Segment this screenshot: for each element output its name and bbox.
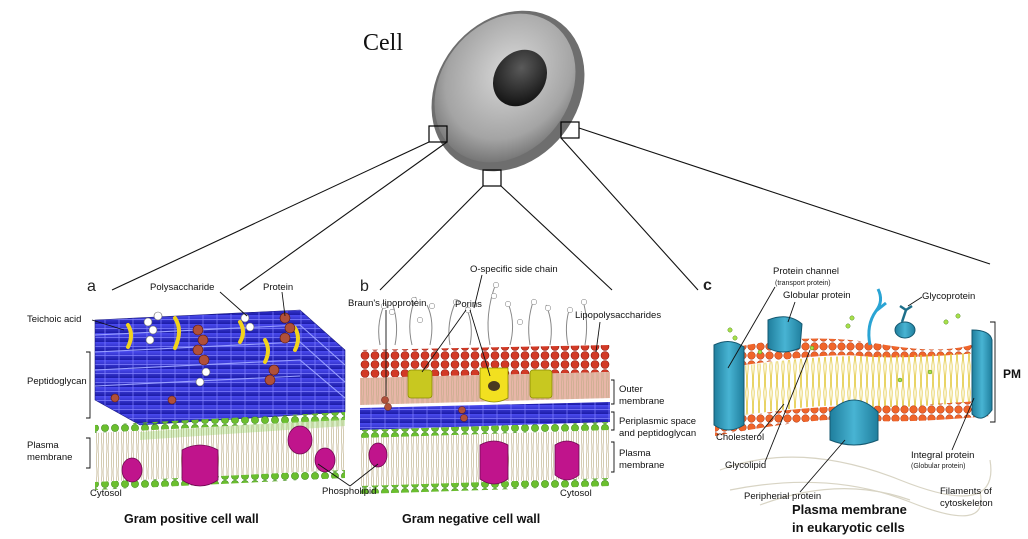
label-glycolipid: Glycolipid [725,460,766,471]
lps-chains [379,283,587,345]
label-teichoic-acid: Teichoic acid [27,314,81,325]
label-porins: Porins [455,299,482,310]
protein-channel [714,341,744,430]
label-globular-protein-paren: (Globular protein) [911,463,965,470]
panel-a: a [27,278,345,526]
panel-c: c Protein channel [703,266,1021,535]
label-glycoprotein: Glycoprotein [922,291,975,302]
label-plasma-1: Plasma [27,440,59,451]
panel-b-letter: b [360,278,369,295]
label-phospholipid: Phospholipid [322,486,376,497]
label-periplasmic-1: Periplasmic space [619,416,696,427]
label-protein: Protein [263,282,293,293]
label-plasma-b-2: membrane [619,460,664,471]
label-peptidoglycan: Peptidoglycan [27,376,87,387]
glycoprotein-chain [869,289,886,345]
label-cytosol-a: Cytosol [90,488,122,499]
label-lps: Lipopolysaccharides [575,310,661,321]
caption-gram-negative: Gram negative cell wall [402,512,540,526]
label-pm: PM [1003,367,1021,381]
cell-illustration [400,0,616,202]
integral-protein-bottom [830,400,878,445]
peptidoglycan-layers [95,310,345,425]
panel-c-letter: c [703,277,712,294]
label-periplasmic-2: and peptidoglycan [619,428,696,439]
globular-protein-right [972,330,992,418]
label-outer-1: Outer [619,384,643,395]
label-o-specific: O-specific side chain [470,264,558,275]
label-polysaccharide: Polysaccharide [150,282,214,293]
label-plasma-b-1: Plasma [619,448,651,459]
label-brauns: Braun's lipoprotein [348,298,426,309]
label-cytosol-b: Cytosol [560,488,592,499]
label-plasma-2: membrane [27,452,72,463]
label-filaments-1: Filaments of [940,486,992,497]
cell-title: Cell [363,30,403,56]
label-transport-protein: (transport protein) [775,280,831,287]
label-peripheral-protein: Peripherial protein [744,491,821,502]
panel-b: b [318,264,696,526]
caption-plasma-membrane: Plasma membrane [792,502,907,517]
label-globular-protein: Globular protein [783,290,851,301]
panel-a-letter: a [87,278,96,295]
label-filaments-2: cytoskeleton [940,498,993,509]
zoom-box-bottom [483,170,501,186]
label-outer-2: membrane [619,396,664,407]
globular-protein-top [768,317,802,352]
porins [408,368,552,402]
caption-gram-positive: Gram positive cell wall [124,512,259,526]
caption-eukaryotic: in eukaryotic cells [792,520,905,535]
label-integral-protein: Integral protein [911,450,974,461]
label-cholesterol: Cholesterol [716,432,764,443]
label-protein-channel: Protein channel [773,266,839,277]
